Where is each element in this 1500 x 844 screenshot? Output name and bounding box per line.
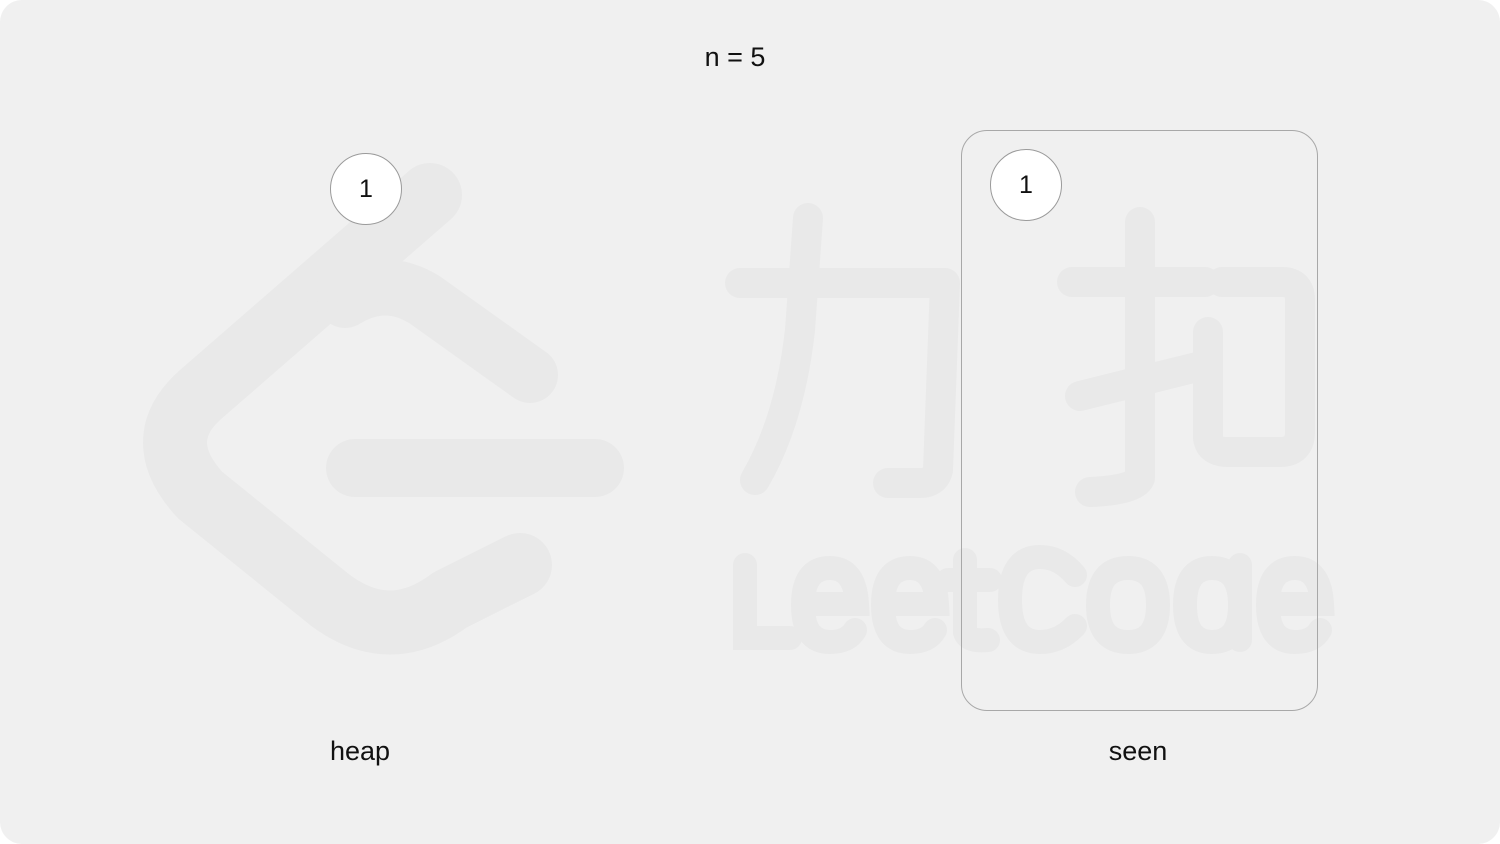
- watermark-cn-glyphs: [725, 203, 1315, 507]
- heap-node: 1: [330, 153, 402, 225]
- diagram-title: n = 5: [704, 42, 766, 72]
- seen-node: 1: [990, 149, 1062, 221]
- seen-label: seen: [1108, 736, 1168, 766]
- watermark-en-glyphs: [733, 544, 1335, 655]
- seen-set-box: [961, 130, 1318, 711]
- heap-label: heap: [329, 736, 391, 766]
- leetcode-logo-icon: [143, 163, 624, 655]
